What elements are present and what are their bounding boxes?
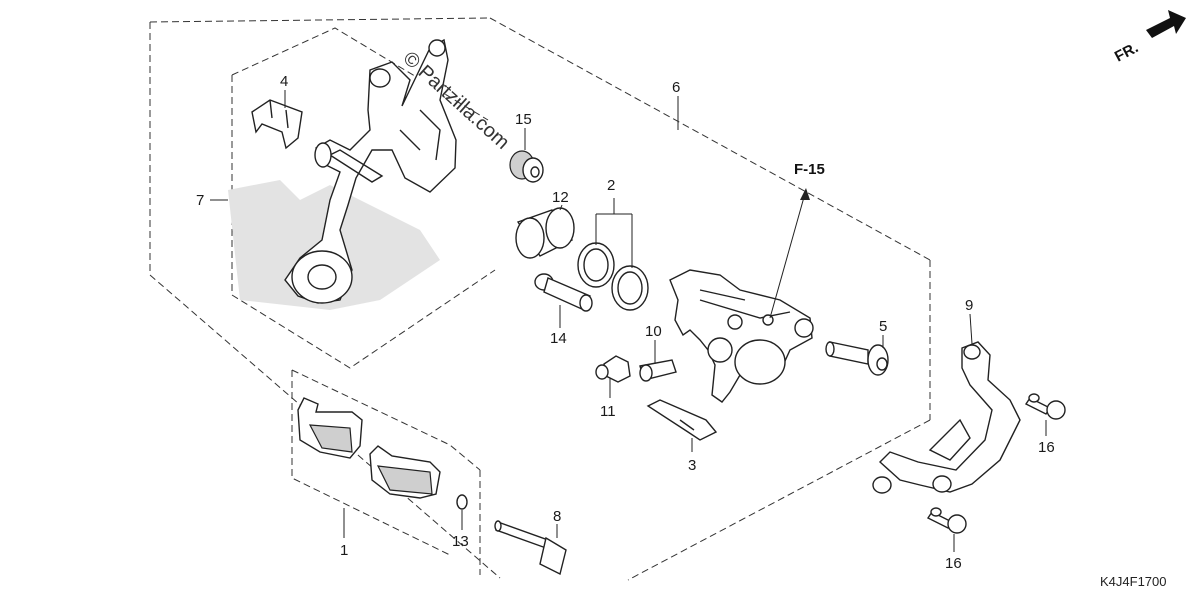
diagram-code: K4J4F1700 <box>1100 574 1167 589</box>
callout-12: 12 <box>552 189 569 206</box>
reference-callout: F-15 <box>769 161 825 319</box>
direction-arrow-icon <box>1146 10 1186 38</box>
callout-8: 8 <box>553 508 561 525</box>
callout-13: 13 <box>452 533 469 550</box>
callout-14: 14 <box>550 330 567 347</box>
callout-1: 1 <box>340 542 348 559</box>
pad-spring-clip <box>251 99 303 150</box>
caliper-body <box>669 269 814 403</box>
callout-6: 6 <box>672 79 680 96</box>
callout-16-lower: 16 <box>945 555 962 572</box>
piston-seal-set <box>577 242 649 311</box>
flange-bolt-lower <box>926 507 967 534</box>
pad-retainer <box>646 399 718 441</box>
callout-5: 5 <box>879 318 887 335</box>
reference-label: F-15 <box>794 161 825 178</box>
callout-16-upper: 16 <box>1038 439 1055 456</box>
front-direction-indicator: FR. <box>1112 10 1186 66</box>
bleed-cap <box>595 355 631 383</box>
callout-2: 2 <box>607 177 615 194</box>
slide-pin <box>534 273 593 312</box>
pad-pin <box>494 520 567 576</box>
washer <box>456 494 468 510</box>
bleed-valve <box>639 359 677 382</box>
brake-pad-set <box>297 397 441 499</box>
assembly-outline-pads <box>291 369 481 575</box>
leader-lines <box>210 90 1047 552</box>
caliper-bracket <box>228 38 457 310</box>
flange-bolt-upper <box>1024 393 1066 420</box>
caliper-guard <box>872 341 1021 494</box>
callout-labels: 1 2 3 4 5 6 7 8 9 10 11 12 13 14 15 16 1… <box>196 73 1055 572</box>
callout-9: 9 <box>965 297 973 314</box>
callout-3: 3 <box>688 457 696 474</box>
callout-11: 11 <box>600 403 616 420</box>
callout-7: 7 <box>196 192 204 209</box>
callout-10: 10 <box>645 323 662 340</box>
callout-4: 4 <box>280 73 288 90</box>
pin-boot <box>509 150 544 183</box>
direction-label: FR. <box>1112 39 1141 65</box>
caliper-piston <box>515 207 575 259</box>
callout-15: 15 <box>515 111 532 128</box>
slide-bolt <box>825 341 889 376</box>
